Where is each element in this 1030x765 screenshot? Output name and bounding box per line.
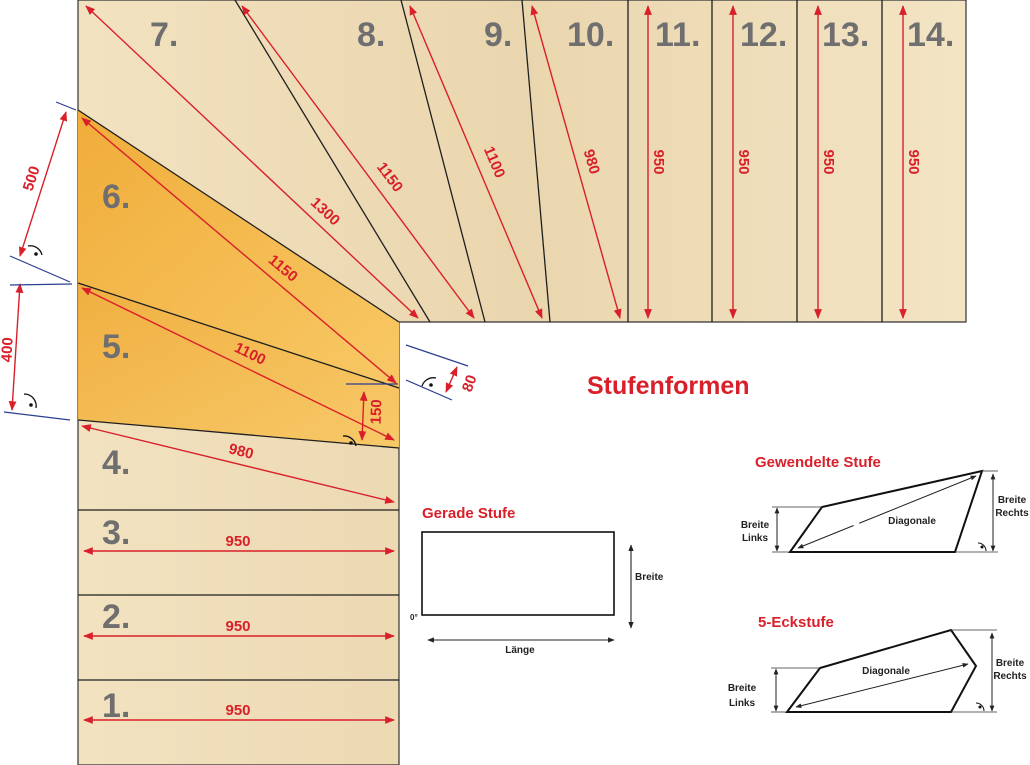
dim-step-3: 950 [225,533,250,550]
dimension-arrows [8,5,907,724]
dim-step-12: 950 [735,149,752,174]
winder-step-right-width-label-2: Rechts [995,508,1029,519]
straight-step-width-label: Breite [635,572,664,583]
dim-step-2: 950 [225,618,250,635]
step-number-14: 14. [907,16,954,54]
dim-step-11: 950 [650,149,667,174]
step-number-3: 3. [102,514,130,552]
main-title: Stufenformen [587,372,750,400]
pentagon-step-diagonal-label: Diagonale [862,666,910,677]
straight-step-title: Gerade Stufe [422,505,515,522]
step-number-11: 11. [655,16,700,54]
step-number-13: 13. [822,16,869,54]
dim-left-lower: 400 [0,337,17,363]
construction-lines [3,101,469,421]
step-number-9: 9. [484,16,512,54]
step-number-5: 5. [102,328,130,366]
winder-step-left-width-label-2: Links [742,533,769,544]
pentagon-step-title: 5-Eckstufe [758,614,834,631]
step-number-2: 2. [102,598,130,636]
pentagon-step-right-width-label-1: Breite [996,658,1025,669]
right-angle-markers [23,245,437,447]
step-number-7: 7. [150,16,178,54]
step-number-10: 10. [567,16,614,54]
dim-step-13: 950 [820,149,837,174]
winder-step-left-width-label-1: Breite [741,520,770,531]
pentagon-step-right-width-label-2: Rechts [993,671,1027,682]
straight-step-illustration: Gerade Stufe Breite Länge 0° [410,505,664,656]
dim-left-upper: 500 [20,164,44,193]
dim-inner-corner: 80 [459,373,481,394]
straight-step-length-label: Länge [505,645,535,656]
step-number-12: 12. [740,16,787,54]
winder-step-diagonal-label: Diagonale [888,516,936,527]
right-angle-dots [29,252,433,445]
dim-step-10: 980 [580,147,603,176]
pentagon-step-illustration: 5-Eckstufe Diagonale Breite Links Breite… [728,614,1027,713]
winder-step-illustration: Gewendelte Stufe Diagonale Breite Links … [741,454,1029,553]
dim-step-1: 950 [225,702,250,719]
winder-step-right-width-label-1: Breite [998,495,1027,506]
step-number-8: 8. [357,16,385,54]
dim-step-14: 950 [905,149,922,174]
dim-step-4: 980 [227,440,255,463]
dim-inner-small: 150 [368,399,386,425]
pentagon-step-left-width-label-2: Links [729,698,756,709]
step-number-6: 6. [102,178,130,216]
straight-step-angle-label: 0° [410,613,418,622]
pentagon-step-left-width-label-1: Breite [728,683,757,694]
winder-step-title: Gewendelte Stufe [755,454,881,471]
step-number-4: 4. [102,444,130,482]
